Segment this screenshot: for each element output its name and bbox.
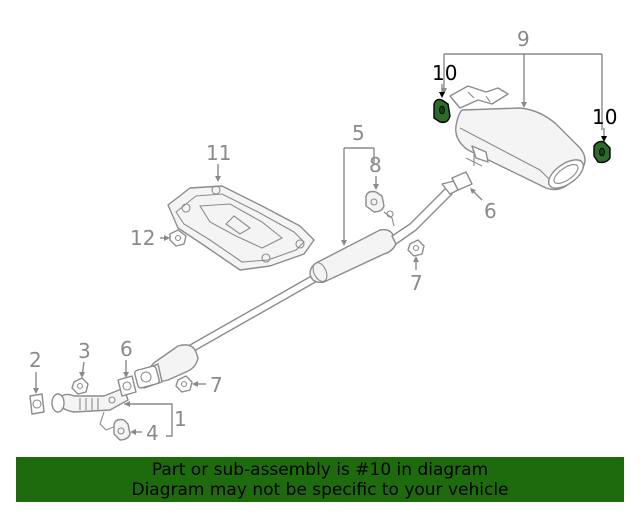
callout-11: 11 bbox=[206, 141, 231, 165]
hanger-part-4 bbox=[113, 418, 131, 441]
nut-part-12 bbox=[169, 229, 187, 247]
callout-2: 2 bbox=[29, 348, 42, 372]
nut-part-3 bbox=[71, 377, 89, 395]
hanger-part-8 bbox=[365, 190, 385, 213]
callout-8: 8 bbox=[369, 153, 382, 177]
banner-line-part: Part or sub-assembly is #10 in diagram bbox=[151, 460, 489, 480]
callout-9: 9 bbox=[517, 27, 530, 51]
callout-3: 3 bbox=[78, 339, 91, 363]
gasket-part-6-lower bbox=[117, 375, 137, 397]
catalytic-converter-part bbox=[51, 344, 199, 431]
callout-1: 1 bbox=[174, 407, 187, 431]
nut-part-7-lower bbox=[175, 375, 193, 393]
callout-10-right: 10 bbox=[592, 105, 617, 129]
callout-labels: 1 2 3 4 5 6 6 7 7 8 9 10 10 11 12 bbox=[29, 27, 617, 445]
heat-shield-part bbox=[167, 185, 315, 271]
leader-lines bbox=[33, 53, 607, 437]
callout-10-left: 10 bbox=[432, 61, 457, 85]
callout-12: 12 bbox=[130, 226, 155, 250]
callout-4: 4 bbox=[146, 421, 159, 445]
callout-7-lower: 7 bbox=[210, 373, 223, 397]
gasket-part-6-upper bbox=[451, 171, 473, 191]
callout-7-upper: 7 bbox=[410, 271, 423, 295]
highlighted-hanger-part-10-right[interactable] bbox=[593, 140, 611, 164]
callout-5: 5 bbox=[352, 121, 365, 145]
callout-6-lower: 6 bbox=[120, 337, 133, 361]
callout-6-upper: 6 bbox=[484, 199, 497, 223]
highlighted-hanger-part-10-left[interactable] bbox=[433, 98, 451, 124]
gasket-part-2 bbox=[29, 393, 45, 415]
rear-muffler-part bbox=[449, 85, 586, 191]
nut-part-7-upper bbox=[407, 239, 425, 257]
part-info-banner: Part or sub-assembly is #10 in diagram D… bbox=[16, 457, 624, 502]
banner-line-disclaimer: Diagram may not be specific to your vehi… bbox=[131, 480, 509, 500]
